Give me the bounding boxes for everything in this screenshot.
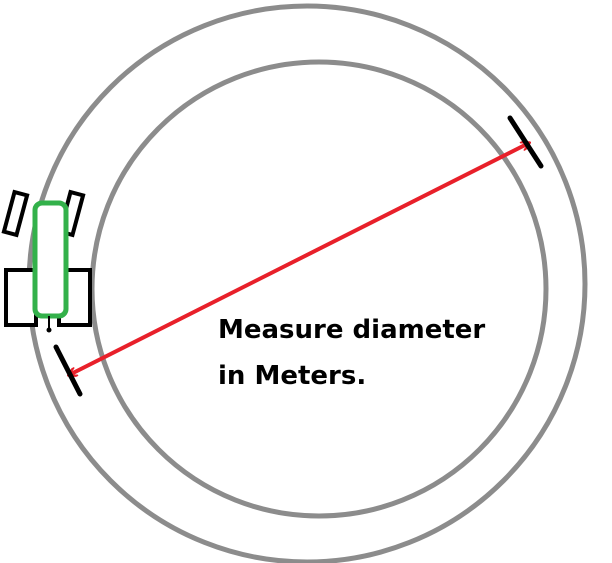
diameter-arrow [69,143,529,375]
outer-ring [26,3,588,563]
tractor-icon [1,189,92,333]
annotation-line-1: Measure diameter [218,315,486,345]
end-marker [507,115,544,169]
measure-annotation: Measure diameter in Meters. [218,307,485,399]
annotation-line-2: in Meters. [218,361,367,391]
inner-ring [89,59,549,519]
start-marker [53,344,83,397]
